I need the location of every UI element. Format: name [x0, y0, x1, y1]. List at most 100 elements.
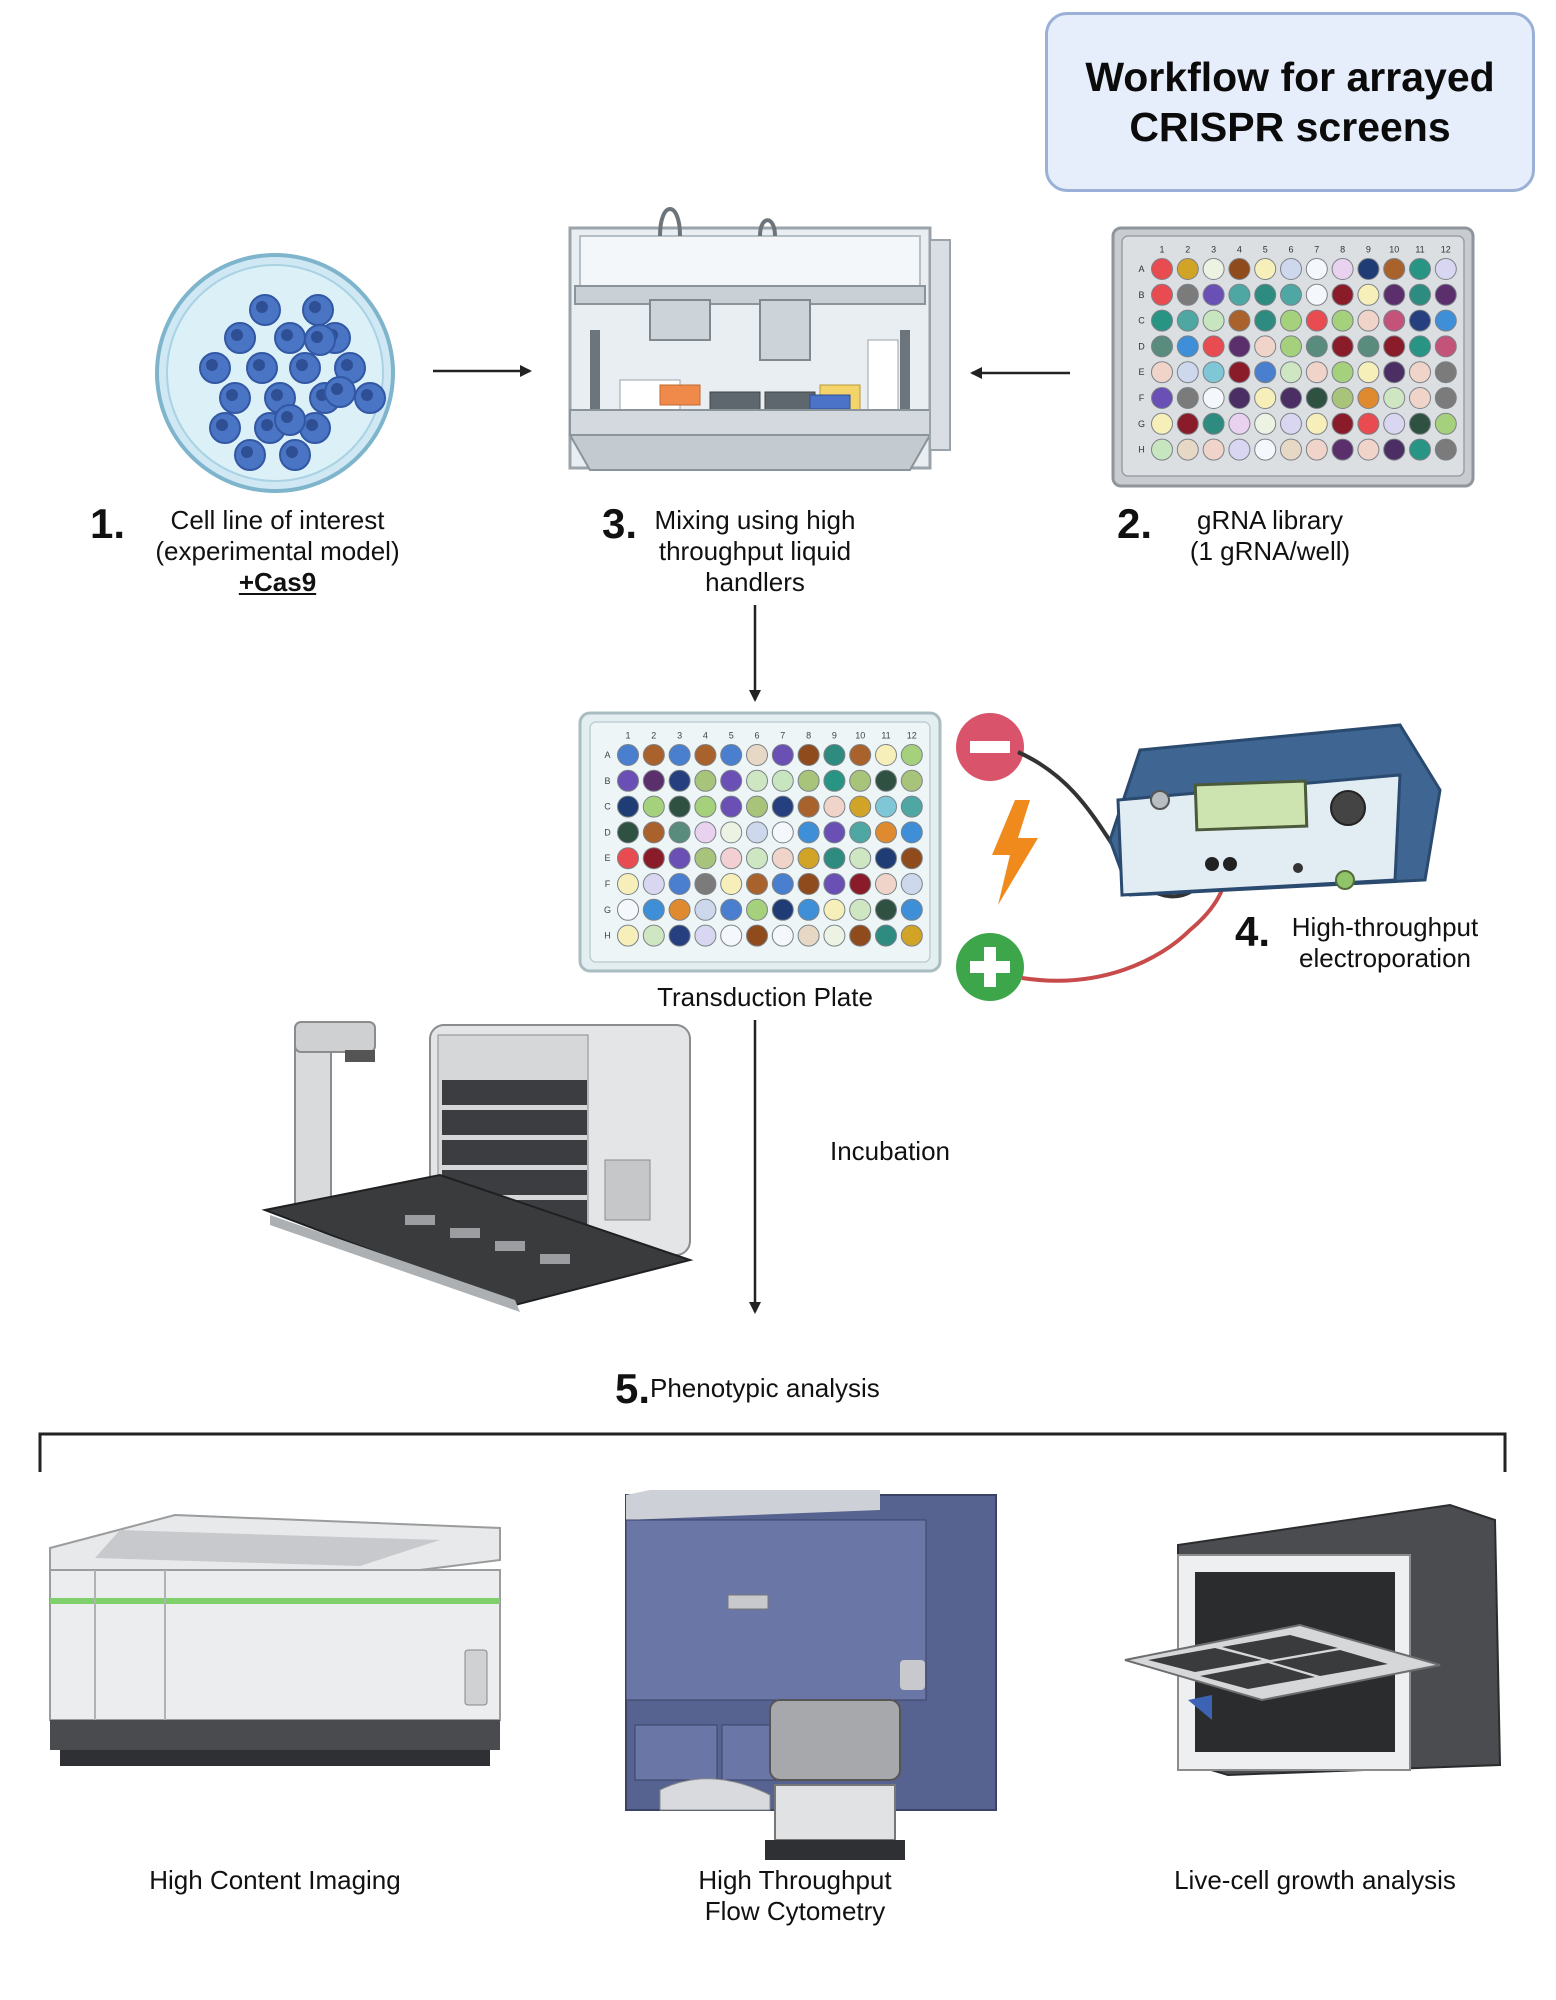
well	[1305, 283, 1328, 306]
step2-number: 2.	[1117, 500, 1153, 547]
well	[1202, 412, 1225, 435]
well	[1228, 412, 1251, 435]
well	[642, 847, 665, 870]
well	[1331, 387, 1354, 409]
well	[1331, 335, 1354, 358]
well	[1434, 258, 1457, 280]
well	[1176, 283, 1199, 306]
well	[746, 924, 768, 947]
well	[823, 898, 846, 921]
well	[797, 873, 820, 895]
well	[797, 744, 820, 766]
well	[642, 873, 665, 895]
plate-stacker-icon	[261, 1021, 694, 1312]
cell-nucleus	[231, 329, 243, 341]
well	[1151, 412, 1173, 435]
cell-nucleus	[286, 446, 298, 458]
minus-icon	[956, 713, 1024, 781]
well	[617, 873, 639, 895]
well	[1202, 258, 1225, 280]
well	[746, 795, 768, 818]
well	[694, 873, 717, 895]
well	[1434, 283, 1457, 306]
analysis-label-flow: High Throughput Flow Cytometry	[698, 1865, 892, 1926]
well	[1383, 438, 1406, 461]
step2-label: gRNA library (1 gRNA/well)	[1189, 505, 1351, 566]
plate-column-label: 8	[1340, 245, 1345, 255]
well	[1254, 412, 1277, 435]
cell-nucleus	[241, 446, 253, 458]
plate-column-label: 6	[1288, 245, 1293, 255]
well	[797, 924, 820, 947]
well	[1280, 438, 1302, 461]
well	[1409, 361, 1431, 384]
well	[1357, 361, 1380, 384]
imaging-system-icon	[49, 1513, 501, 1766]
well	[720, 898, 743, 921]
well	[771, 924, 794, 947]
well	[1357, 258, 1380, 280]
page-title: Workflow for arrayed CRISPR screens	[1085, 54, 1495, 150]
well	[1228, 438, 1251, 461]
incubation-label: Incubation	[830, 1136, 950, 1166]
well	[849, 873, 872, 895]
analysis-label-incubator: Live-cell growth analysis	[1174, 1865, 1456, 1895]
title-box: Workflow for arrayed CRISPR screens	[1045, 12, 1535, 192]
well	[1357, 335, 1380, 358]
well	[797, 898, 820, 921]
well	[771, 795, 794, 818]
well	[694, 744, 717, 766]
well	[797, 847, 820, 870]
well	[875, 769, 897, 792]
well	[617, 847, 639, 870]
well	[1151, 438, 1173, 461]
liquid-handler-icon	[568, 207, 951, 471]
well	[900, 873, 923, 895]
well	[746, 744, 768, 766]
well	[797, 769, 820, 792]
plate-column-label: 3	[1211, 245, 1216, 255]
incubator-icon	[1124, 1503, 1502, 1777]
well	[1357, 438, 1380, 461]
plate-row-label: H	[1138, 445, 1145, 455]
well	[771, 744, 794, 766]
well	[642, 898, 665, 921]
well	[1254, 361, 1277, 384]
well	[617, 769, 639, 792]
plate-column-label: 8	[806, 731, 811, 741]
well	[694, 924, 717, 947]
well	[1383, 309, 1406, 332]
well	[1434, 335, 1457, 358]
well	[668, 873, 691, 895]
well	[694, 847, 717, 870]
well	[1202, 309, 1225, 332]
well	[1254, 309, 1277, 332]
plate-row-label: D	[1138, 341, 1145, 351]
well	[771, 821, 794, 844]
well	[1151, 258, 1173, 280]
well	[1280, 361, 1302, 384]
plate-column-label: 3	[677, 731, 682, 741]
well	[642, 744, 665, 766]
plate-row-label: D	[604, 827, 611, 837]
well	[1280, 309, 1302, 332]
well	[668, 847, 691, 870]
plate-column-label: 10	[855, 731, 865, 741]
plate-column-label: 7	[1314, 245, 1319, 255]
step1-emphasis: +Cas9	[238, 567, 317, 597]
step5-number: 5.	[615, 1365, 651, 1412]
plate-row-label: F	[605, 879, 611, 889]
well	[1331, 361, 1354, 384]
well	[720, 744, 743, 766]
cell-nucleus	[281, 411, 293, 423]
cell-nucleus	[261, 419, 273, 431]
well	[849, 898, 872, 921]
step4-number: 4.	[1235, 908, 1271, 955]
well	[720, 795, 743, 818]
cell-nucleus	[311, 331, 323, 343]
well	[875, 795, 897, 818]
well	[1409, 412, 1431, 435]
well	[694, 795, 717, 818]
well	[1151, 309, 1173, 332]
well	[875, 744, 897, 766]
